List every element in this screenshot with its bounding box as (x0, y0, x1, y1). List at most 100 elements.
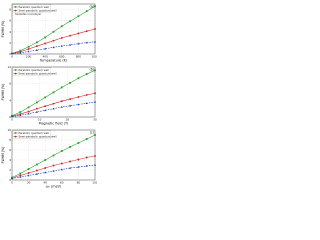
data-point (77, 15, 80, 18)
chart-figure: 0200400600800100002468Temperature (K)FWH… (1, 3, 97, 189)
data-point (44, 109, 47, 112)
data-point (44, 171, 47, 174)
x-tick-label: 20 (66, 118, 70, 122)
series-2 (11, 92, 96, 118)
data-point (85, 30, 88, 33)
series-2 (11, 28, 96, 55)
data-point (69, 81, 71, 84)
data-point (19, 111, 22, 113)
data-point (69, 34, 72, 37)
y-tick-label: 4 (9, 98, 11, 102)
y-tick-label: 10 (7, 128, 11, 132)
y-tick-label: 12 (7, 65, 11, 69)
data-point (69, 146, 71, 148)
data-point (60, 162, 63, 165)
x-axis-label: Temperature (K) (39, 59, 68, 63)
y-axis-label: FWHM (%) (1, 147, 5, 164)
data-point (85, 10, 88, 13)
data-point (52, 30, 55, 33)
data-point (60, 36, 63, 39)
legend-label: Parabolic quantum well (19, 131, 50, 135)
panel-label: (a) (90, 5, 94, 9)
data-point (10, 115, 14, 118)
data-point (35, 169, 38, 172)
y-axis-label: FWHM (%) (1, 21, 5, 38)
x-tick-label: 30 (93, 118, 97, 122)
data-point (60, 168, 63, 171)
data-point (27, 174, 30, 177)
data-point (27, 106, 30, 109)
data-point (44, 167, 47, 169)
data-point (44, 36, 47, 39)
y-tick-label: 0 (9, 178, 11, 182)
data-point (52, 169, 55, 172)
data-point (52, 164, 55, 167)
legend-box (12, 130, 52, 139)
data-point (77, 42, 80, 45)
data-point (44, 47, 47, 50)
data-point (77, 142, 80, 144)
data-point (44, 159, 47, 161)
series-3 (10, 163, 97, 180)
x-tick-label: 0 (11, 55, 13, 59)
data-point (44, 96, 47, 99)
data-point (52, 154, 55, 157)
x-tick-label: 10 (38, 118, 42, 122)
data-point (69, 166, 72, 169)
data-point (93, 163, 97, 166)
x-tick-label: 100 (92, 181, 97, 185)
y-axis-label: FWHM (%) (1, 84, 5, 101)
data-point (35, 49, 38, 51)
legend-label: Semi-parabolic quantum well (19, 72, 57, 76)
y-tick-label: 8 (9, 8, 11, 12)
data-point (94, 28, 96, 30)
data-point (27, 45, 30, 48)
data-point (52, 107, 55, 110)
legend-swatch-marker (14, 6, 17, 8)
legend-label: Parabolic quantum well (19, 68, 50, 72)
data-point (85, 164, 88, 167)
data-point (77, 103, 80, 106)
data-point (77, 77, 80, 80)
legend-box (12, 67, 52, 76)
y-tick-label: 8 (9, 82, 11, 86)
data-point (77, 32, 80, 35)
data-point (27, 110, 30, 113)
x-tick-label: 0 (11, 118, 13, 122)
data-point (77, 158, 80, 161)
y-tick-label: 8 (9, 138, 11, 142)
data-point (52, 39, 55, 42)
x-tick-label: 800 (76, 55, 82, 59)
data-point (10, 177, 14, 180)
legend-swatch-marker (14, 132, 17, 134)
data-point (35, 172, 38, 175)
data-point (94, 5, 96, 8)
data-point (60, 44, 63, 47)
annotation-label: Fe₃GeTe₂ monolayer (15, 12, 42, 16)
data-point (69, 104, 72, 107)
x-axis-label: Magnetic field (T) (39, 122, 69, 126)
x-axis-label: ω₀ (meV) (46, 185, 62, 189)
data-point (85, 93, 88, 96)
data-point (36, 101, 38, 104)
data-point (19, 172, 22, 175)
legend-label: Parabolic quantum well (19, 5, 50, 9)
legend-label: Semi-parabolic quantum well (19, 9, 57, 13)
panel-label: (b) (89, 68, 94, 72)
y-tick-label: 0 (9, 115, 11, 119)
y-tick-label: 6 (9, 148, 11, 152)
y-tick-label: 6 (9, 19, 11, 23)
x-tick-label: 80 (77, 181, 81, 185)
data-point (19, 113, 22, 116)
data-point (85, 73, 88, 75)
data-point (52, 102, 55, 105)
data-point (36, 163, 38, 166)
data-point (35, 45, 38, 48)
x-tick-label: 20 (27, 181, 31, 185)
legend-swatch-marker (14, 72, 17, 75)
